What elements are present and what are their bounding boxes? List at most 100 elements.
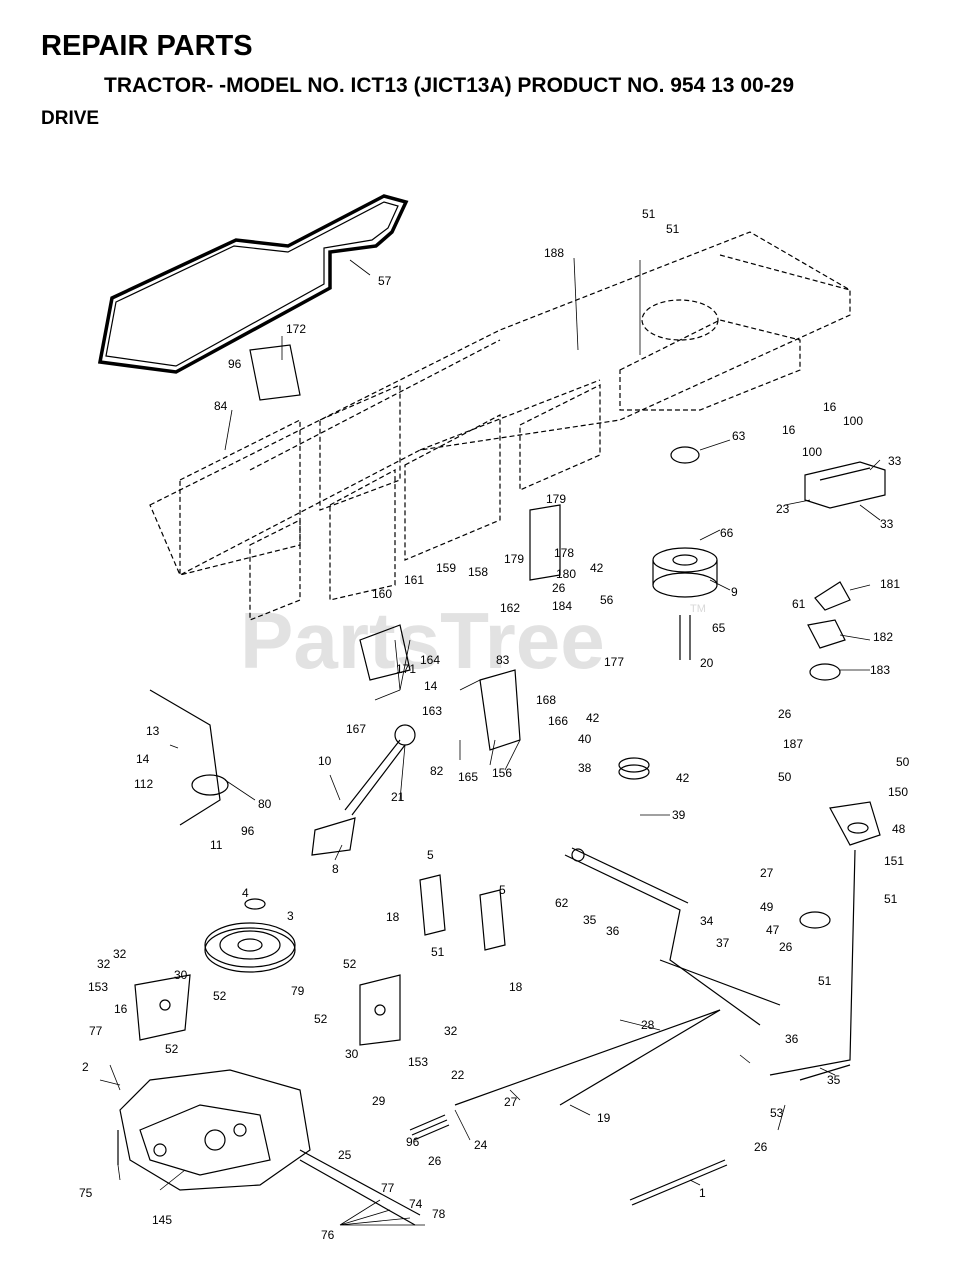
part-callout-1: 1 [699, 1186, 706, 1200]
part-callout-177: 177 [604, 655, 624, 669]
brake-rod-shape [454, 849, 856, 1106]
spring-55-shape [629, 1159, 728, 1206]
part-callout-178: 178 [554, 546, 574, 560]
part-callout-26: 26 [428, 1154, 442, 1168]
part-callout-14: 14 [136, 752, 150, 766]
part-callout-158: 158 [468, 565, 488, 579]
brake-bracket-left-shape [134, 974, 191, 1041]
part-callout-112: 112 [134, 777, 153, 791]
part-callout-33: 33 [880, 517, 894, 531]
part-callout-82: 82 [430, 764, 444, 778]
part-callout-66: 66 [720, 526, 734, 540]
drive-belt-shape [97, 194, 409, 374]
part-callout-180: 180 [556, 567, 576, 581]
part-callout-96: 96 [241, 824, 255, 838]
transaxle-shape [117, 1069, 421, 1226]
part-callout-24: 24 [474, 1138, 488, 1152]
part-callout-153: 153 [88, 980, 108, 994]
part-callout-165: 165 [458, 770, 478, 784]
part-callout-18: 18 [386, 910, 400, 924]
section-title: DRIVE [41, 108, 100, 129]
part-callout-10: 10 [318, 754, 332, 768]
part-callout-34: 34 [700, 914, 714, 928]
part-callout-184: 184 [552, 599, 572, 613]
part-callout-84: 84 [214, 399, 228, 413]
part-callout-153: 153 [408, 1055, 428, 1069]
watermark-tm: TM [690, 603, 706, 615]
model-subtitle: TRACTOR- -MODEL NO. ICT13 (JICT13A) PROD… [104, 74, 795, 97]
part-callout-2: 2 [82, 1060, 89, 1074]
frame-shape [149, 231, 851, 621]
part-callout-179: 179 [504, 552, 524, 566]
part-callout-162: 162 [500, 601, 520, 615]
control-rod-shape [149, 689, 229, 826]
part-callout-76: 76 [321, 1228, 335, 1242]
part-callout-38: 38 [578, 761, 592, 775]
part-callout-39: 39 [672, 808, 686, 822]
part-callout-182: 182 [873, 630, 893, 644]
part-callout-77: 77 [381, 1181, 395, 1195]
part-callout-63: 63 [732, 429, 746, 443]
part-callout-26: 26 [779, 940, 793, 954]
part-callout-36: 36 [606, 924, 620, 938]
engine-pulley-shape [204, 898, 296, 973]
bracket-47-shape [799, 911, 831, 929]
part-callout-187: 187 [783, 737, 803, 751]
part-callout-35: 35 [827, 1073, 841, 1087]
part-callout-23: 23 [776, 502, 790, 516]
spring-25-shape [409, 1114, 450, 1141]
part-callout-27: 27 [760, 866, 774, 880]
electric-clutch-shape [652, 547, 718, 660]
watermark-text: PartsTree [240, 596, 605, 685]
part-callout-14: 14 [424, 679, 438, 693]
page-title: REPAIR PARTS [41, 30, 253, 62]
part-callout-51: 51 [884, 892, 898, 906]
part-callout-26: 26 [778, 707, 792, 721]
part-callout-26: 26 [552, 581, 566, 595]
part-callout-145: 145 [152, 1213, 172, 1227]
part-callout-13: 13 [146, 724, 160, 738]
part-callout-168: 168 [536, 693, 556, 707]
part-callout-47: 47 [766, 923, 780, 937]
part-callout-160: 160 [372, 587, 392, 601]
part-callout-52: 52 [343, 957, 357, 971]
shift-lever-shape [311, 724, 416, 856]
part-callout-25: 25 [338, 1148, 352, 1162]
part-callout-35: 35 [583, 913, 597, 927]
part-callout-33: 33 [888, 454, 902, 468]
part-callout-52: 52 [213, 989, 227, 1003]
brake-arm-shape [829, 801, 881, 846]
part-callout-49: 49 [760, 900, 774, 914]
part-callout-57: 57 [378, 274, 392, 288]
part-callout-3: 3 [287, 909, 294, 923]
part-callout-181: 181 [880, 577, 900, 591]
part-callout-74: 74 [409, 1197, 423, 1211]
part-callout-48: 48 [892, 822, 906, 836]
part-callout-40: 40 [578, 732, 592, 746]
part-callout-62: 62 [555, 896, 569, 910]
part-callout-166: 166 [548, 714, 568, 728]
part-callout-5: 5 [427, 848, 434, 862]
part-callout-167: 167 [346, 722, 366, 736]
part-callout-32: 32 [97, 957, 111, 971]
part-callout-22: 22 [451, 1068, 465, 1082]
part-callout-4: 4 [242, 886, 249, 900]
part-callout-42: 42 [676, 771, 690, 785]
part-callout-16: 16 [782, 423, 796, 437]
drive-belt-inner-shape [105, 201, 399, 367]
part-callout-51: 51 [818, 974, 832, 988]
part-callout-78: 78 [432, 1207, 446, 1221]
part-callout-5: 5 [499, 883, 506, 897]
part-callout-79: 79 [291, 984, 305, 998]
part-callout-50: 50 [778, 770, 792, 784]
part-callout-100: 100 [802, 445, 822, 459]
part-callout-9: 9 [731, 585, 738, 599]
part-callout-65: 65 [712, 621, 726, 635]
part-callout-30: 30 [345, 1047, 359, 1061]
part-callout-161: 161 [404, 573, 424, 587]
part-callout-16: 16 [114, 1002, 128, 1016]
part-callout-28: 28 [641, 1018, 655, 1032]
part-callout-30: 30 [174, 968, 188, 982]
pulley-63-shape [670, 446, 700, 464]
part-callout-52: 52 [314, 1012, 328, 1026]
